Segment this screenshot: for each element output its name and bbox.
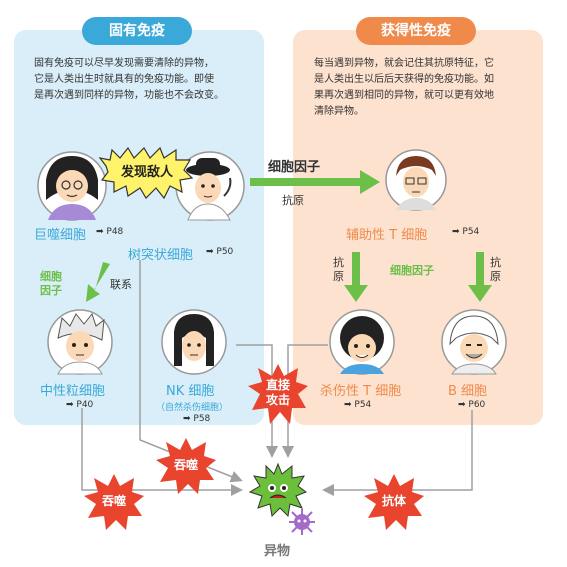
helper-t-page-ref[interactable]: ➡ P54 [452,227,480,237]
killer-t-avatar [329,309,395,375]
foreign-body-label: 异物 [264,544,291,559]
macrophage-label: 巨噬细胞 [34,228,87,243]
dendritic-label: 树突状细胞 [128,248,194,263]
antibody-text: 抗体 [381,494,406,508]
innate-title: 固有免疫 [82,17,192,45]
innate-description-line: 它是人类出生时就具有的免疫功能。即使 [34,74,214,85]
b-cell-avatar [441,309,507,375]
direct-attack-text: 直接 攻击 [258,378,298,408]
phagocytosis-middle-text: 吞噬 [173,458,198,472]
nk-cell-avatar [161,309,227,375]
adaptive-description-line: 每当遇到异物，就会记住其抗原特征，它 [314,58,494,69]
innate-description-line: 是再次遇到同样的异物，功能也不会改变。 [34,90,224,101]
adaptive-description-line: 清除异物。 [314,106,364,117]
killer-t-label: 杀伤性 T 细胞 [320,384,402,399]
adaptive-cytokine-label: 细胞因子 [390,264,434,277]
cytokine-arrow-to-neutrophil [86,262,110,302]
nk-cell-label: NK 细胞 [166,384,215,399]
helper-t-label: 辅助性 T 细胞 [346,228,428,243]
innate-cytokine-label-line: 因子 [40,284,62,297]
cytokine-arrow-to-helper-t [250,170,380,194]
adaptive-antigen-left-line: 抗 [333,256,344,269]
center-cytokine-label: 细胞因子 [268,160,321,175]
phagocytosis-burst-left [84,474,144,530]
adaptive-description: 每当遇到异物，就会记住其抗原特征，它 是人类出生以后后天获得的免疫功能。如 果再… [314,56,539,120]
antigen-arrow-to-b-cell [468,252,492,302]
adaptive-description-line: 果再次遇到相同的异物，就可以更有效地 [314,90,494,101]
dendritic-avatar [175,151,245,221]
adaptive-antigen-right-line: 原 [490,270,501,283]
speech-bubble [98,146,194,200]
adaptive-description-line: 是人类出生以后后天获得的免疫功能。如 [314,74,494,85]
b-cell-label: B 细胞 [448,384,488,399]
innate-cytokine-label-line: 细胞 [40,270,62,283]
neutrophil-to-foreign-line [81,408,243,496]
adaptive-antigen-right-label: 抗 原 [490,256,501,284]
neutrophil-avatar [47,309,113,375]
antibody-burst [364,474,424,530]
neutrophil-label: 中性粒细胞 [40,384,106,399]
phagocytosis-left-text: 吞噬 [101,494,126,508]
antigen-arrow-to-killer-t [344,252,368,302]
direct-attack-burst [248,364,308,424]
adaptive-antigen-right-line: 抗 [490,256,501,269]
link-label: 联系 [110,278,132,291]
innate-cytokine-label: 细胞 因子 [40,270,62,298]
macrophage-avatar [37,151,107,221]
dendritic-page-ref[interactable]: ➡ P50 [206,247,234,257]
killer-t-page-ref[interactable]: ➡ P54 [344,400,372,410]
helper-t-avatar [385,149,447,211]
direct-attack-line: 直接 [265,378,290,392]
b-cell-to-foreign-line [322,410,473,496]
speech-bubble-text: 发现敌人 [120,165,173,180]
nk-cell-page-ref[interactable]: ➡ P58 [183,414,211,424]
purple-virus-icon [289,509,315,535]
innate-description-line: 固有免疫可以尽早发现需要清除的异物， [34,58,214,69]
center-antigen-label: 抗原 [282,194,304,207]
nk-cell-sublabel: （自然杀伤细胞） [156,403,229,413]
adaptive-title: 获得性免疫 [356,17,476,45]
direct-attack-line: 攻击 [265,393,290,407]
adaptive-antigen-left-label: 抗 原 [333,256,344,284]
macrophage-page-ref[interactable]: ➡ P48 [96,227,124,237]
neutrophil-page-ref[interactable]: ➡ P40 [66,400,94,410]
green-virus-icon [248,462,308,518]
innate-description: 固有免疫可以尽早发现需要清除的异物， 它是人类出生时就具有的免疫功能。即使 是再… [34,56,259,104]
b-cell-page-ref[interactable]: ➡ P60 [458,400,486,410]
phagocytosis-burst-middle [156,438,216,494]
adaptive-antigen-left-line: 原 [333,270,344,283]
